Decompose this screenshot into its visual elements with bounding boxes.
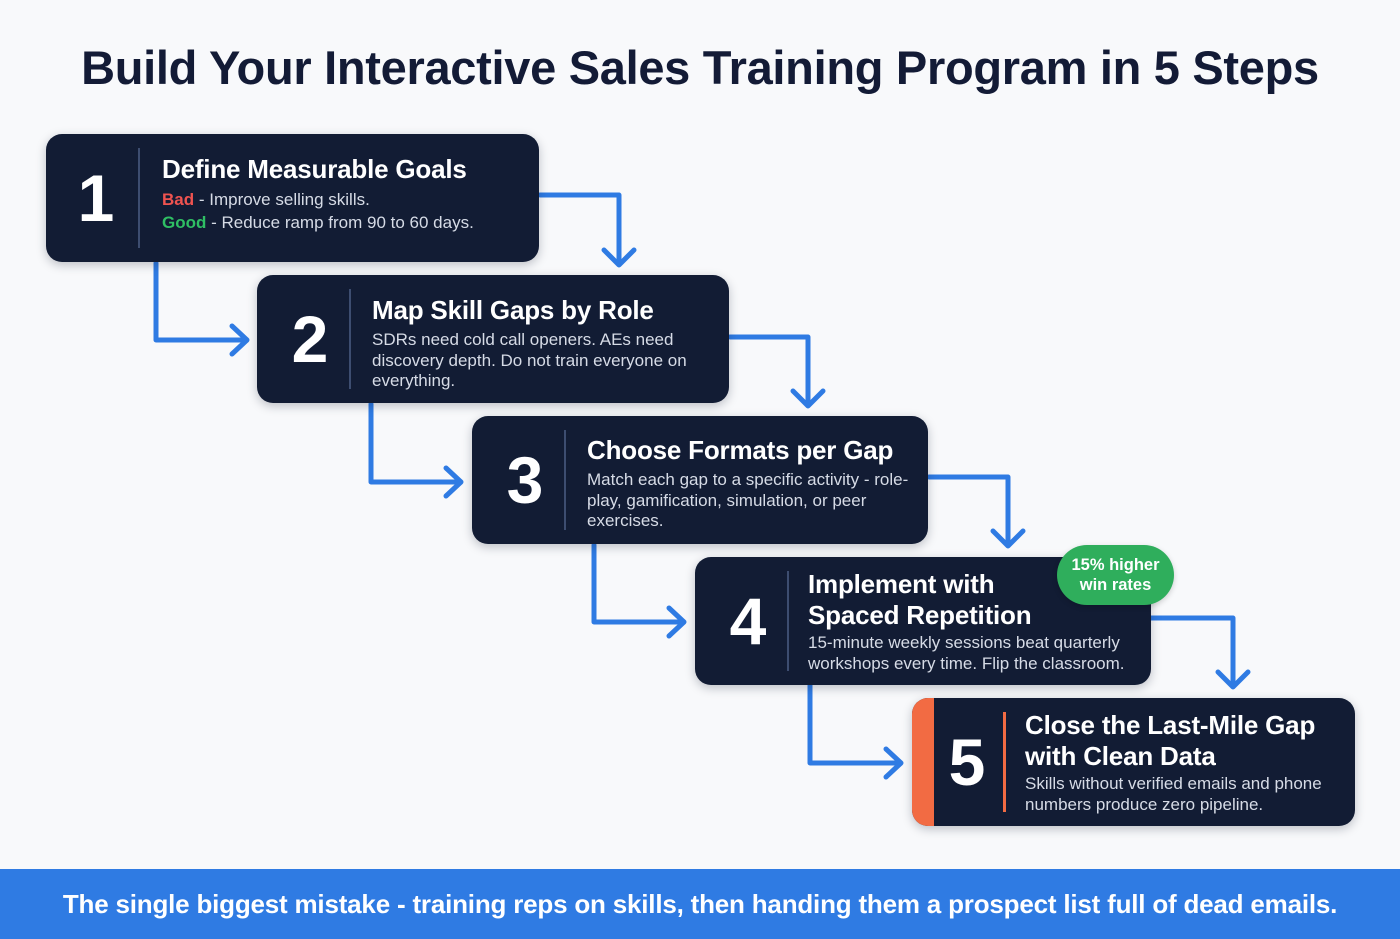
step-heading: Choose Formats per Gap xyxy=(587,435,894,465)
step-number: 2 xyxy=(291,302,329,376)
step-card-2: 2 Map Skill Gaps by Role SDRs need cold … xyxy=(257,275,729,403)
arrow-head-right-icon xyxy=(229,323,250,357)
step-heading: Define Measurable Goals xyxy=(162,154,467,184)
arrow-head-down-icon xyxy=(601,247,637,268)
step-description: 15-minute weekly sessions beat quarterly… xyxy=(808,633,1125,673)
arrow-head-right-icon xyxy=(443,465,464,499)
arrow-head-right-icon xyxy=(666,605,687,639)
step-heading-line-1: Implement with xyxy=(808,569,995,599)
good-label: Good xyxy=(162,212,207,232)
step-card-1: 1 Define Measurable Goals Bad - Improve … xyxy=(46,134,539,262)
step-divider xyxy=(787,571,789,671)
step-description: Match each gap to a specific activity - … xyxy=(587,470,909,530)
step-number: 3 xyxy=(506,443,544,517)
connector-arrow-icon xyxy=(153,260,249,343)
step-divider xyxy=(349,289,351,389)
step-card-5: 5 Close the Last-Mile Gap with Clean Dat… xyxy=(912,698,1355,826)
step-number: 4 xyxy=(729,584,767,658)
connector-arrow-icon xyxy=(807,682,903,766)
arrow-head-down-icon xyxy=(790,388,826,409)
connector-arrow-icon xyxy=(926,474,1011,548)
step-heading-line-2: with Clean Data xyxy=(1025,741,1216,771)
step-heading-line-2: Spaced Repetition xyxy=(808,600,1032,630)
step-number: 5 xyxy=(948,725,986,799)
step-divider xyxy=(1003,712,1006,812)
step-card-3: 3 Choose Formats per Gap Match each gap … xyxy=(472,416,928,544)
step-heading-line-1: Close the Last-Mile Gap xyxy=(1025,710,1316,740)
connector-arrow-icon xyxy=(368,401,463,485)
arrow-head-down-icon xyxy=(990,528,1026,549)
badge-line-1: 15% higher xyxy=(1071,556,1160,574)
good-example: - Reduce ramp from 90 to 60 days. xyxy=(206,212,474,232)
arrow-head-right-icon xyxy=(883,746,904,780)
connector-arrow-icon xyxy=(591,542,686,625)
step-accent-bar xyxy=(912,698,934,826)
page-title: Build Your Interactive Sales Training Pr… xyxy=(81,41,1319,94)
bad-label: Bad xyxy=(162,190,195,209)
connector-arrow-icon xyxy=(537,192,622,267)
step-number: 1 xyxy=(77,161,115,235)
connector-arrow-icon xyxy=(727,334,811,408)
arrow-head-down-icon xyxy=(1215,669,1251,690)
step-description: Skills without verified emails and phone… xyxy=(1025,774,1322,814)
step-heading: Map Skill Gaps by Role xyxy=(372,295,654,325)
step-divider xyxy=(138,148,140,248)
win-rate-badge: 15% higher win rates xyxy=(1057,545,1174,605)
bad-example: - Improve selling skills. xyxy=(194,190,370,209)
badge-line-2: win rates xyxy=(1079,576,1152,594)
footer-banner: The single biggest mistake - training re… xyxy=(0,869,1400,939)
step-divider xyxy=(564,430,566,530)
connector-arrow-icon xyxy=(1148,615,1236,689)
step-description: SDRs need cold call openers. AEs need di… xyxy=(372,330,687,390)
